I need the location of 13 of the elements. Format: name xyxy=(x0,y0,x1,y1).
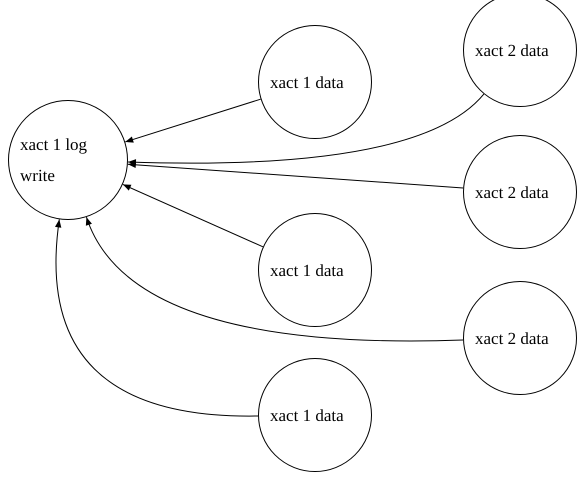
node-label: xact 1 log write xyxy=(20,134,88,187)
arrow xyxy=(127,94,484,166)
arrow xyxy=(124,98,262,143)
arrow xyxy=(122,184,264,248)
node-label: xact 2 data xyxy=(475,40,550,62)
node-label: xact 1 data xyxy=(270,72,345,94)
node-label: xact 2 data xyxy=(475,182,550,204)
node-label: xact 2 data xyxy=(475,328,550,350)
arrow xyxy=(55,218,258,416)
arrow xyxy=(127,162,464,188)
arrow xyxy=(86,216,464,342)
node-label: xact 1 data xyxy=(270,260,345,282)
node-label: xact 1 data xyxy=(270,404,345,426)
